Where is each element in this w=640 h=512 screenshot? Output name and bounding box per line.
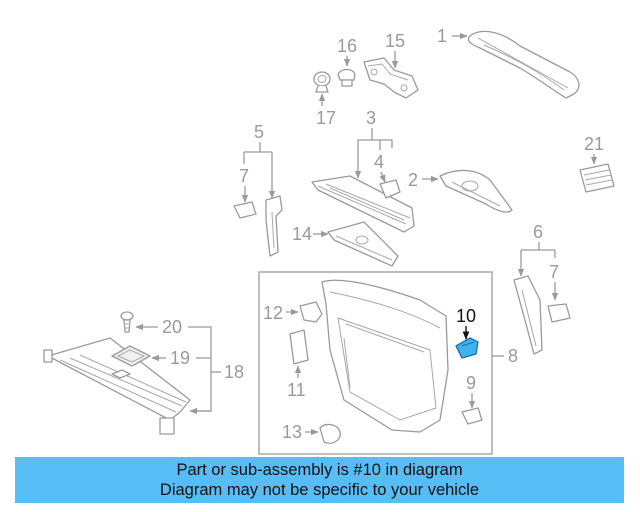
part-16-clip <box>337 68 356 87</box>
callout-18[interactable]: 18 <box>224 362 244 382</box>
callout-11[interactable]: 11 <box>287 380 306 400</box>
part-20-screw <box>120 311 134 333</box>
callout-9[interactable]: 9 <box>466 373 476 393</box>
part-15-bracket <box>363 57 419 99</box>
callout-4[interactable]: 4 <box>374 152 384 172</box>
callout-16[interactable]: 16 <box>337 36 357 56</box>
part-6-pillar-trim <box>513 275 543 355</box>
part-12-clip <box>299 301 323 323</box>
callout-12[interactable]: 12 <box>263 303 283 323</box>
callout-15[interactable]: 15 <box>385 31 405 51</box>
part-8-door-trim-panel <box>321 279 449 433</box>
callout-14[interactable]: 14 <box>292 224 312 244</box>
part-14-trim-panel <box>327 221 399 267</box>
banner-line-2: Diagram may not be specific to your vehi… <box>159 481 480 499</box>
callout-1[interactable]: 1 <box>437 26 447 46</box>
part-2-side-trim <box>439 169 513 213</box>
callout-20[interactable]: 20 <box>162 317 182 337</box>
part-7-clip-right <box>547 303 571 323</box>
info-banner: Part or sub-assembly is #10 in diagram D… <box>15 457 624 503</box>
callout-2[interactable]: 2 <box>408 170 418 190</box>
callout-8[interactable]: 8 <box>508 346 518 366</box>
part-17-grommet <box>313 71 331 93</box>
callout-13[interactable]: 13 <box>282 422 302 442</box>
part-1-upper-garnish <box>467 30 580 99</box>
sub-assembly-box-8 <box>258 271 493 455</box>
part-13-cover <box>319 423 341 444</box>
banner-line-1: Part or sub-assembly is #10 in diagram <box>176 461 463 479</box>
part-4-clip <box>379 179 401 199</box>
part-11-pad <box>289 329 309 365</box>
callout-21[interactable]: 21 <box>584 134 604 154</box>
part-18-tonneau-cover <box>43 337 191 435</box>
callout-19[interactable]: 19 <box>170 348 190 368</box>
callout-6[interactable]: 6 <box>533 222 543 242</box>
callout-5[interactable]: 5 <box>254 122 264 142</box>
part-3-sill-plate <box>311 175 415 233</box>
part-9-clip <box>461 407 483 425</box>
callout-7a[interactable]: 7 <box>239 166 249 186</box>
part-10-highlighted-clip[interactable] <box>455 337 479 359</box>
callout-10[interactable]: 10 <box>456 306 476 326</box>
callout-17[interactable]: 17 <box>316 108 336 128</box>
part-7-clip-left <box>233 201 257 219</box>
callout-3[interactable]: 3 <box>366 108 376 128</box>
callout-7b[interactable]: 7 <box>549 262 559 282</box>
part-5-pillar-trim <box>265 195 283 257</box>
part-19-handle <box>111 345 151 379</box>
part-21-vent <box>579 163 615 193</box>
